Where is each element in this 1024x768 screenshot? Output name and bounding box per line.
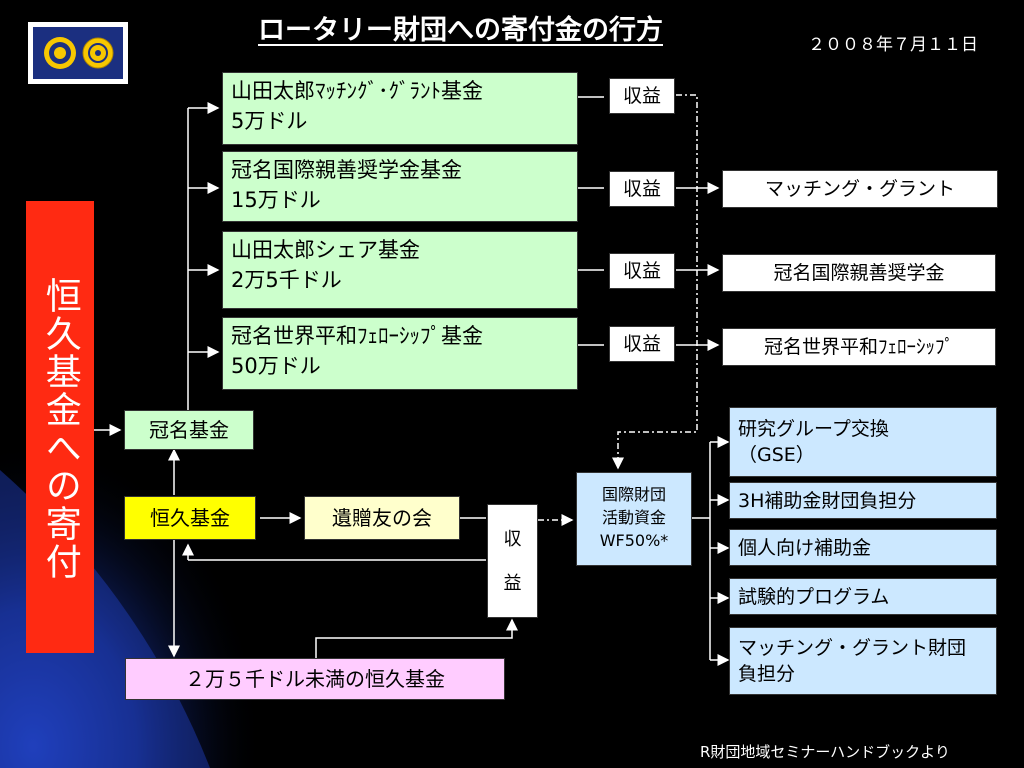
use-gse: 研究グループ交換 （GSE） [729, 407, 997, 477]
revenue-box-vertical: 収 益 [487, 504, 538, 618]
use-pilot-program: 試験的プログラム [729, 578, 997, 615]
fund-amount: 50万ドル [231, 354, 321, 378]
use-3h-grant: 3H補助金財団負担分 [729, 482, 997, 519]
permanent-fund-donation-label: 恒久基金への寄付 [26, 201, 94, 653]
fund-yamada-matching-grant: 山田太郎ﾏｯﾁﾝｸﾞ･ｸﾞﾗﾝﾄ基金 5万ドル [222, 72, 578, 145]
world-fund-box: 国際財団 活動資金 WF50%* [576, 472, 692, 566]
fund-named-goodwill-scholarship: 冠名国際親善奨学金基金 15万ドル [222, 151, 578, 222]
fund-name: 山田太郎ﾏｯﾁﾝｸﾞ･ｸﾞﾗﾝﾄ基金 [231, 79, 483, 103]
bequest-society-box: 遺贈友の会 [304, 496, 460, 540]
use-label-sub: （GSE） [738, 444, 815, 466]
fund-yamada-share: 山田太郎シェア基金 2万5千ドル [222, 231, 578, 309]
use-label: マッチング・グラント財団 [738, 637, 967, 659]
revenue-box: 収益 [609, 326, 675, 362]
use-label: 個人向け補助金 [738, 536, 872, 559]
revenue-char-1: 収 [503, 529, 522, 550]
revenue-box: 収益 [609, 171, 675, 207]
fund-name: 冠名国際親善奨学金基金 [231, 158, 462, 182]
fund-amount: 2万5千ドル [231, 268, 342, 292]
page-title: ロータリー財団への寄付金の行方 [258, 15, 663, 46]
source-note: R財団地域セミナーハンドブックより [700, 743, 950, 761]
small-permanent-fund-box: ２万５千ドル未満の恒久基金 [125, 658, 505, 700]
world-fund-line3: WF50%* [599, 531, 669, 550]
use-matching-grant-share: マッチング・グラント財団 負担分 [729, 627, 997, 695]
revenue-box: 収益 [609, 78, 675, 114]
fund-name: 山田太郎シェア基金 [231, 238, 420, 262]
use-label: 3H補助金財団負担分 [738, 489, 917, 512]
fund-amount: 15万ドル [231, 188, 321, 212]
rotary-wheel-icon [43, 37, 76, 69]
use-individual-grant: 個人向け補助金 [729, 529, 997, 566]
use-label-sub: 負担分 [738, 663, 796, 685]
program-matching-grant: マッチング・グラント [722, 170, 998, 208]
use-label: 研究グループ交換 [738, 418, 889, 440]
permanent-fund-box: 恒久基金 [124, 496, 256, 540]
world-fund-line1: 国際財団 [601, 485, 666, 504]
named-fund-box: 冠名基金 [124, 410, 254, 450]
program-goodwill-scholarship: 冠名国際親善奨学金 [722, 254, 996, 292]
use-label: 試験的プログラム [738, 585, 890, 608]
rotary-logo [28, 22, 128, 84]
program-peace-fellowship: 冠名世界平和ﾌｪﾛｰｼｯﾌﾟ [722, 328, 996, 366]
revenue-char-2: 益 [503, 573, 522, 594]
world-fund-line2: 活動資金 [601, 508, 666, 527]
rotary-emblem-icon [82, 37, 113, 69]
fund-amount: 5万ドル [231, 109, 308, 133]
date-label: ２００８年７月１１日 [808, 35, 978, 55]
fund-name: 冠名世界平和ﾌｪﾛｰｼｯﾌﾟ基金 [231, 324, 483, 348]
revenue-box: 収益 [609, 253, 675, 289]
fund-named-peace-fellowship: 冠名世界平和ﾌｪﾛｰｼｯﾌﾟ基金 50万ドル [222, 317, 578, 390]
